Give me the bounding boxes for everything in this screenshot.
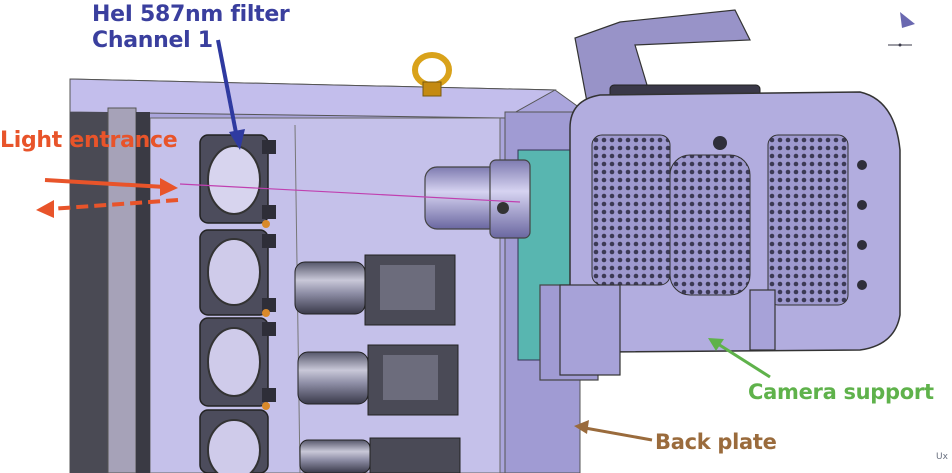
relay-lens-3 [299, 437, 461, 473]
filter-label-line1: HeI 587nm filter [92, 2, 290, 27]
light-entrance-arrows [36, 178, 179, 218]
filter-module-3 [199, 317, 276, 407]
camera-body [559, 9, 901, 376]
side-rails [70, 107, 150, 473]
axis-indicator-text: Ux [936, 452, 948, 462]
back-plate-arrow [574, 420, 653, 442]
relay-lens-1 [294, 254, 456, 326]
optical-beam [179, 183, 521, 203]
filter-modules [199, 134, 276, 473]
camera-lens [424, 159, 531, 239]
camera-support-label: Camera support [748, 380, 934, 404]
camera-support-arrow [708, 338, 771, 379]
back-plate-label: Back plate [655, 430, 777, 454]
relay-lens-2 [297, 344, 459, 416]
filter-module-1 [199, 134, 276, 224]
filter-channel-label: HeI 587nm filter Channel 1 [92, 2, 290, 54]
filter-module-2 [199, 229, 276, 316]
light-entrance-label: Light entrance [0, 128, 178, 153]
filter-pointer-arrow [216, 39, 245, 150]
view-orientation-icon [888, 12, 915, 47]
relay-lens-cameras [294, 254, 461, 473]
filter-label-line2: Channel 1 [92, 27, 213, 53]
lifting-eye [412, 52, 452, 97]
filter-module-4 [199, 409, 269, 473]
